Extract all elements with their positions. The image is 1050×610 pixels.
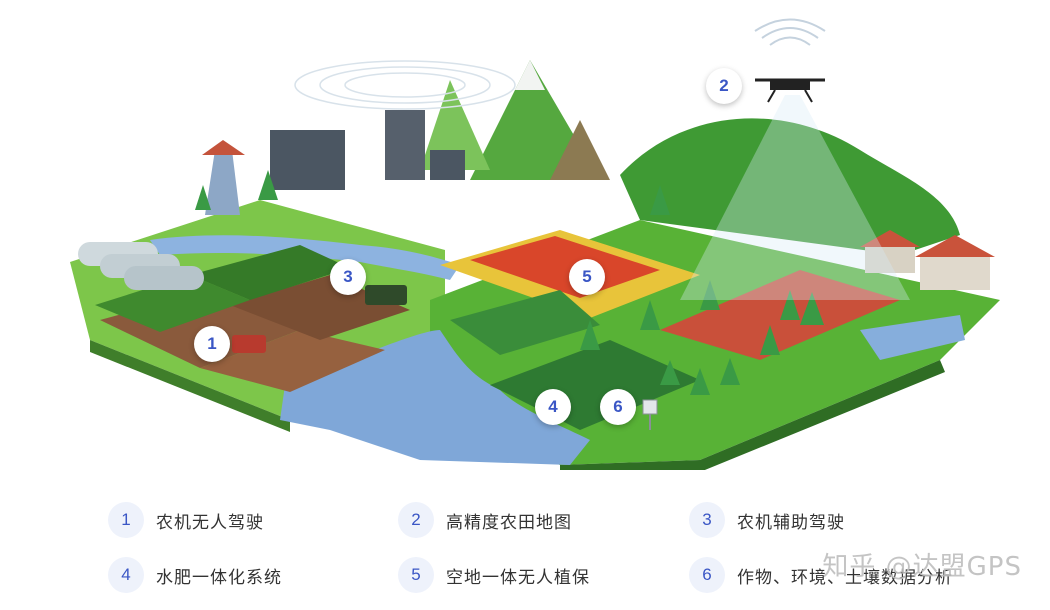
house-roof bbox=[915, 235, 995, 257]
soil-field-2 bbox=[200, 330, 385, 392]
legend-label: 农机辅助驾驶 bbox=[737, 512, 845, 533]
building bbox=[430, 150, 465, 180]
watermark: 知乎 @达盟GPS bbox=[822, 552, 1022, 582]
house bbox=[865, 245, 915, 273]
legend-number: 4 bbox=[108, 557, 144, 593]
terrain-base-left-side bbox=[90, 340, 290, 432]
windmill bbox=[205, 150, 240, 215]
crop-field-left bbox=[95, 275, 250, 332]
legend-item-3: 3 农机辅助驾驶 bbox=[689, 502, 845, 538]
mountain bbox=[420, 80, 490, 170]
legend-number: 1 bbox=[108, 502, 144, 538]
legend: 1 农机无人驾驶 2 高精度农田地图 3 农机辅助驾驶 4 水肥一体化系统 5 … bbox=[0, 480, 1050, 610]
tractor-icon bbox=[365, 285, 407, 305]
signal-waves-icon bbox=[754, 18, 826, 46]
river-upper bbox=[150, 235, 460, 280]
legend-number: 2 bbox=[398, 502, 434, 538]
legend-item-4: 4 水肥一体化系统 bbox=[108, 557, 282, 593]
legend-label: 高精度农田地图 bbox=[446, 512, 572, 533]
house bbox=[920, 255, 990, 290]
legend-item-1: 1 农机无人驾驶 bbox=[108, 502, 264, 538]
marker-2: 2 bbox=[706, 68, 742, 104]
legend-item-6: 6 作物、环境、土壤数据分析 bbox=[689, 557, 953, 593]
tree-group bbox=[195, 170, 824, 395]
building bbox=[270, 130, 345, 190]
legend-number: 3 bbox=[689, 502, 725, 538]
marker-4: 4 bbox=[535, 389, 571, 425]
drone-scan-beam bbox=[680, 95, 910, 300]
legend-number: 6 bbox=[689, 557, 725, 593]
river bbox=[280, 330, 590, 465]
marker-1: 1 bbox=[194, 326, 230, 362]
legend-label: 农机无人驾驶 bbox=[156, 512, 264, 533]
crop-field-green-center bbox=[450, 290, 600, 355]
tractor-icon bbox=[232, 335, 266, 353]
legend-label: 作物、环境、土壤数据分析 bbox=[737, 567, 953, 588]
legend-label: 水肥一体化系统 bbox=[156, 567, 282, 588]
mountain-snow bbox=[515, 60, 545, 90]
legend-number: 5 bbox=[398, 557, 434, 593]
mountain bbox=[550, 120, 610, 180]
house-roof bbox=[860, 230, 920, 247]
satellite-signal-rings bbox=[294, 60, 516, 110]
legend-item-2: 2 高精度农田地图 bbox=[398, 502, 572, 538]
crop-field-left-2 bbox=[190, 245, 350, 300]
marker-5: 5 bbox=[569, 259, 605, 295]
soil-sensor-icon bbox=[642, 399, 658, 415]
windmill-roof bbox=[202, 140, 245, 155]
marker-3: 3 bbox=[330, 259, 366, 295]
terrain-base-right-side bbox=[560, 360, 945, 470]
building bbox=[385, 110, 425, 180]
legend-label: 空地一体无人植保 bbox=[446, 567, 590, 588]
greenhouse bbox=[124, 266, 204, 290]
crop-field-red bbox=[470, 236, 660, 298]
drone-icon bbox=[755, 78, 825, 103]
smart-farm-illustration bbox=[70, 18, 1000, 470]
legend-item-5: 5 空地一体无人植保 bbox=[398, 557, 590, 593]
forest-hill bbox=[620, 118, 960, 255]
crop-field-red-right bbox=[660, 270, 900, 360]
marker-6: 6 bbox=[600, 389, 636, 425]
river-right bbox=[860, 315, 965, 360]
